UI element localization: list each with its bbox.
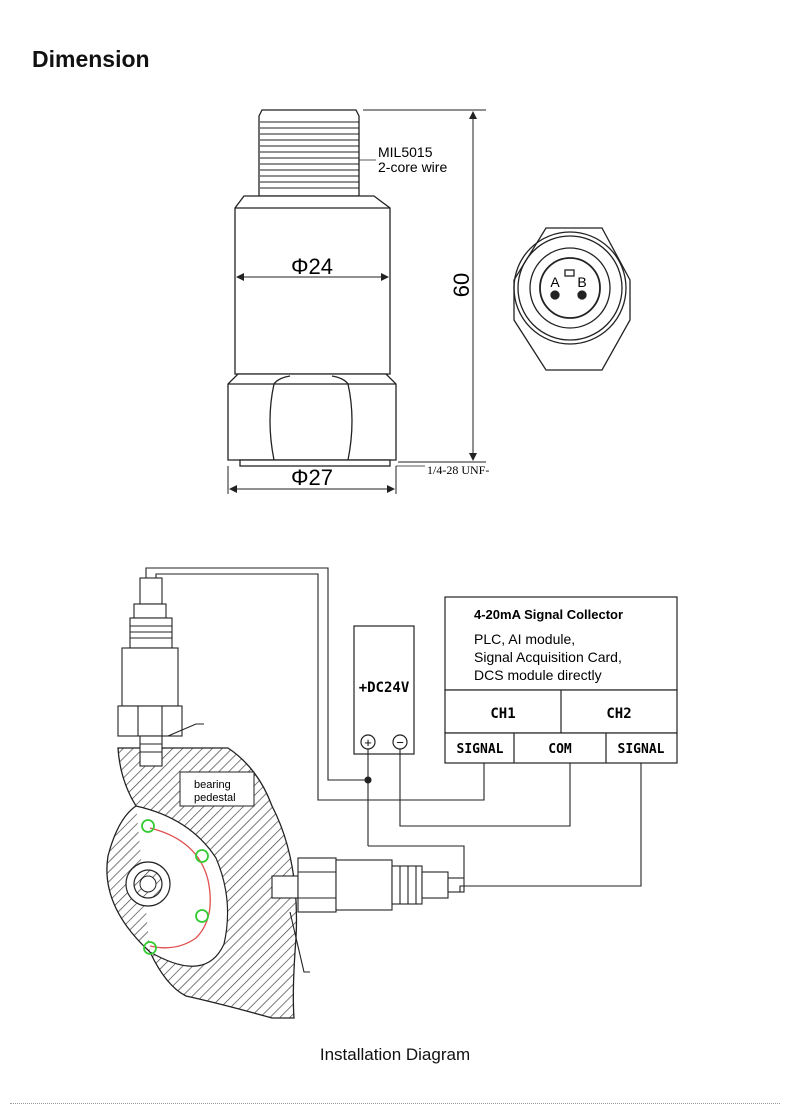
signal-2-label: SIGNAL: [618, 742, 665, 757]
vertical-sensor: [117, 577, 183, 767]
com-label: COM: [548, 742, 572, 757]
diagram-caption: Installation Diagram: [319, 1045, 471, 1064]
connector-label-2: 2-core wire: [378, 159, 447, 175]
sensor-top-view: [513, 227, 631, 371]
pin-a-label: A: [550, 274, 560, 290]
wiring: [145, 567, 642, 973]
ch1-label: CH1: [490, 706, 515, 722]
sensor-side-view: [227, 109, 397, 467]
pedestal-label-1: bearing: [194, 779, 231, 791]
body-diameter-label: Φ24: [291, 254, 333, 279]
hex-diameter-label: Φ27: [291, 465, 333, 490]
collector-line-3: DCS module directly: [474, 667, 602, 683]
power-supply-box: [353, 625, 415, 755]
horizontal-sensor: [271, 857, 465, 913]
pin-b-label: B: [577, 274, 586, 290]
bolt-holes: [141, 819, 209, 955]
collector-title: 4-20mA Signal Collector: [474, 607, 623, 622]
bearing-pedestal: [106, 747, 298, 1019]
power-plus: +: [364, 735, 372, 750]
bottom-divider: [10, 1103, 780, 1104]
signal-1-label: SIGNAL: [457, 742, 504, 757]
power-minus: −: [396, 735, 404, 750]
pedestal-label-2: pedestal: [194, 792, 236, 804]
collector-line-1: PLC, AI module,: [474, 631, 575, 647]
power-label: +DC24V: [359, 680, 410, 696]
page-title: Dimension: [32, 46, 150, 72]
thread-label: 1/4-28 UNF-: [427, 463, 489, 477]
signal-collector-box: [444, 596, 678, 764]
height-label: 60: [449, 273, 474, 297]
ch2-label: CH2: [606, 706, 631, 722]
collector-line-2: Signal Acquisition Card,: [474, 649, 622, 665]
connector-label-1: MIL5015: [378, 144, 433, 160]
